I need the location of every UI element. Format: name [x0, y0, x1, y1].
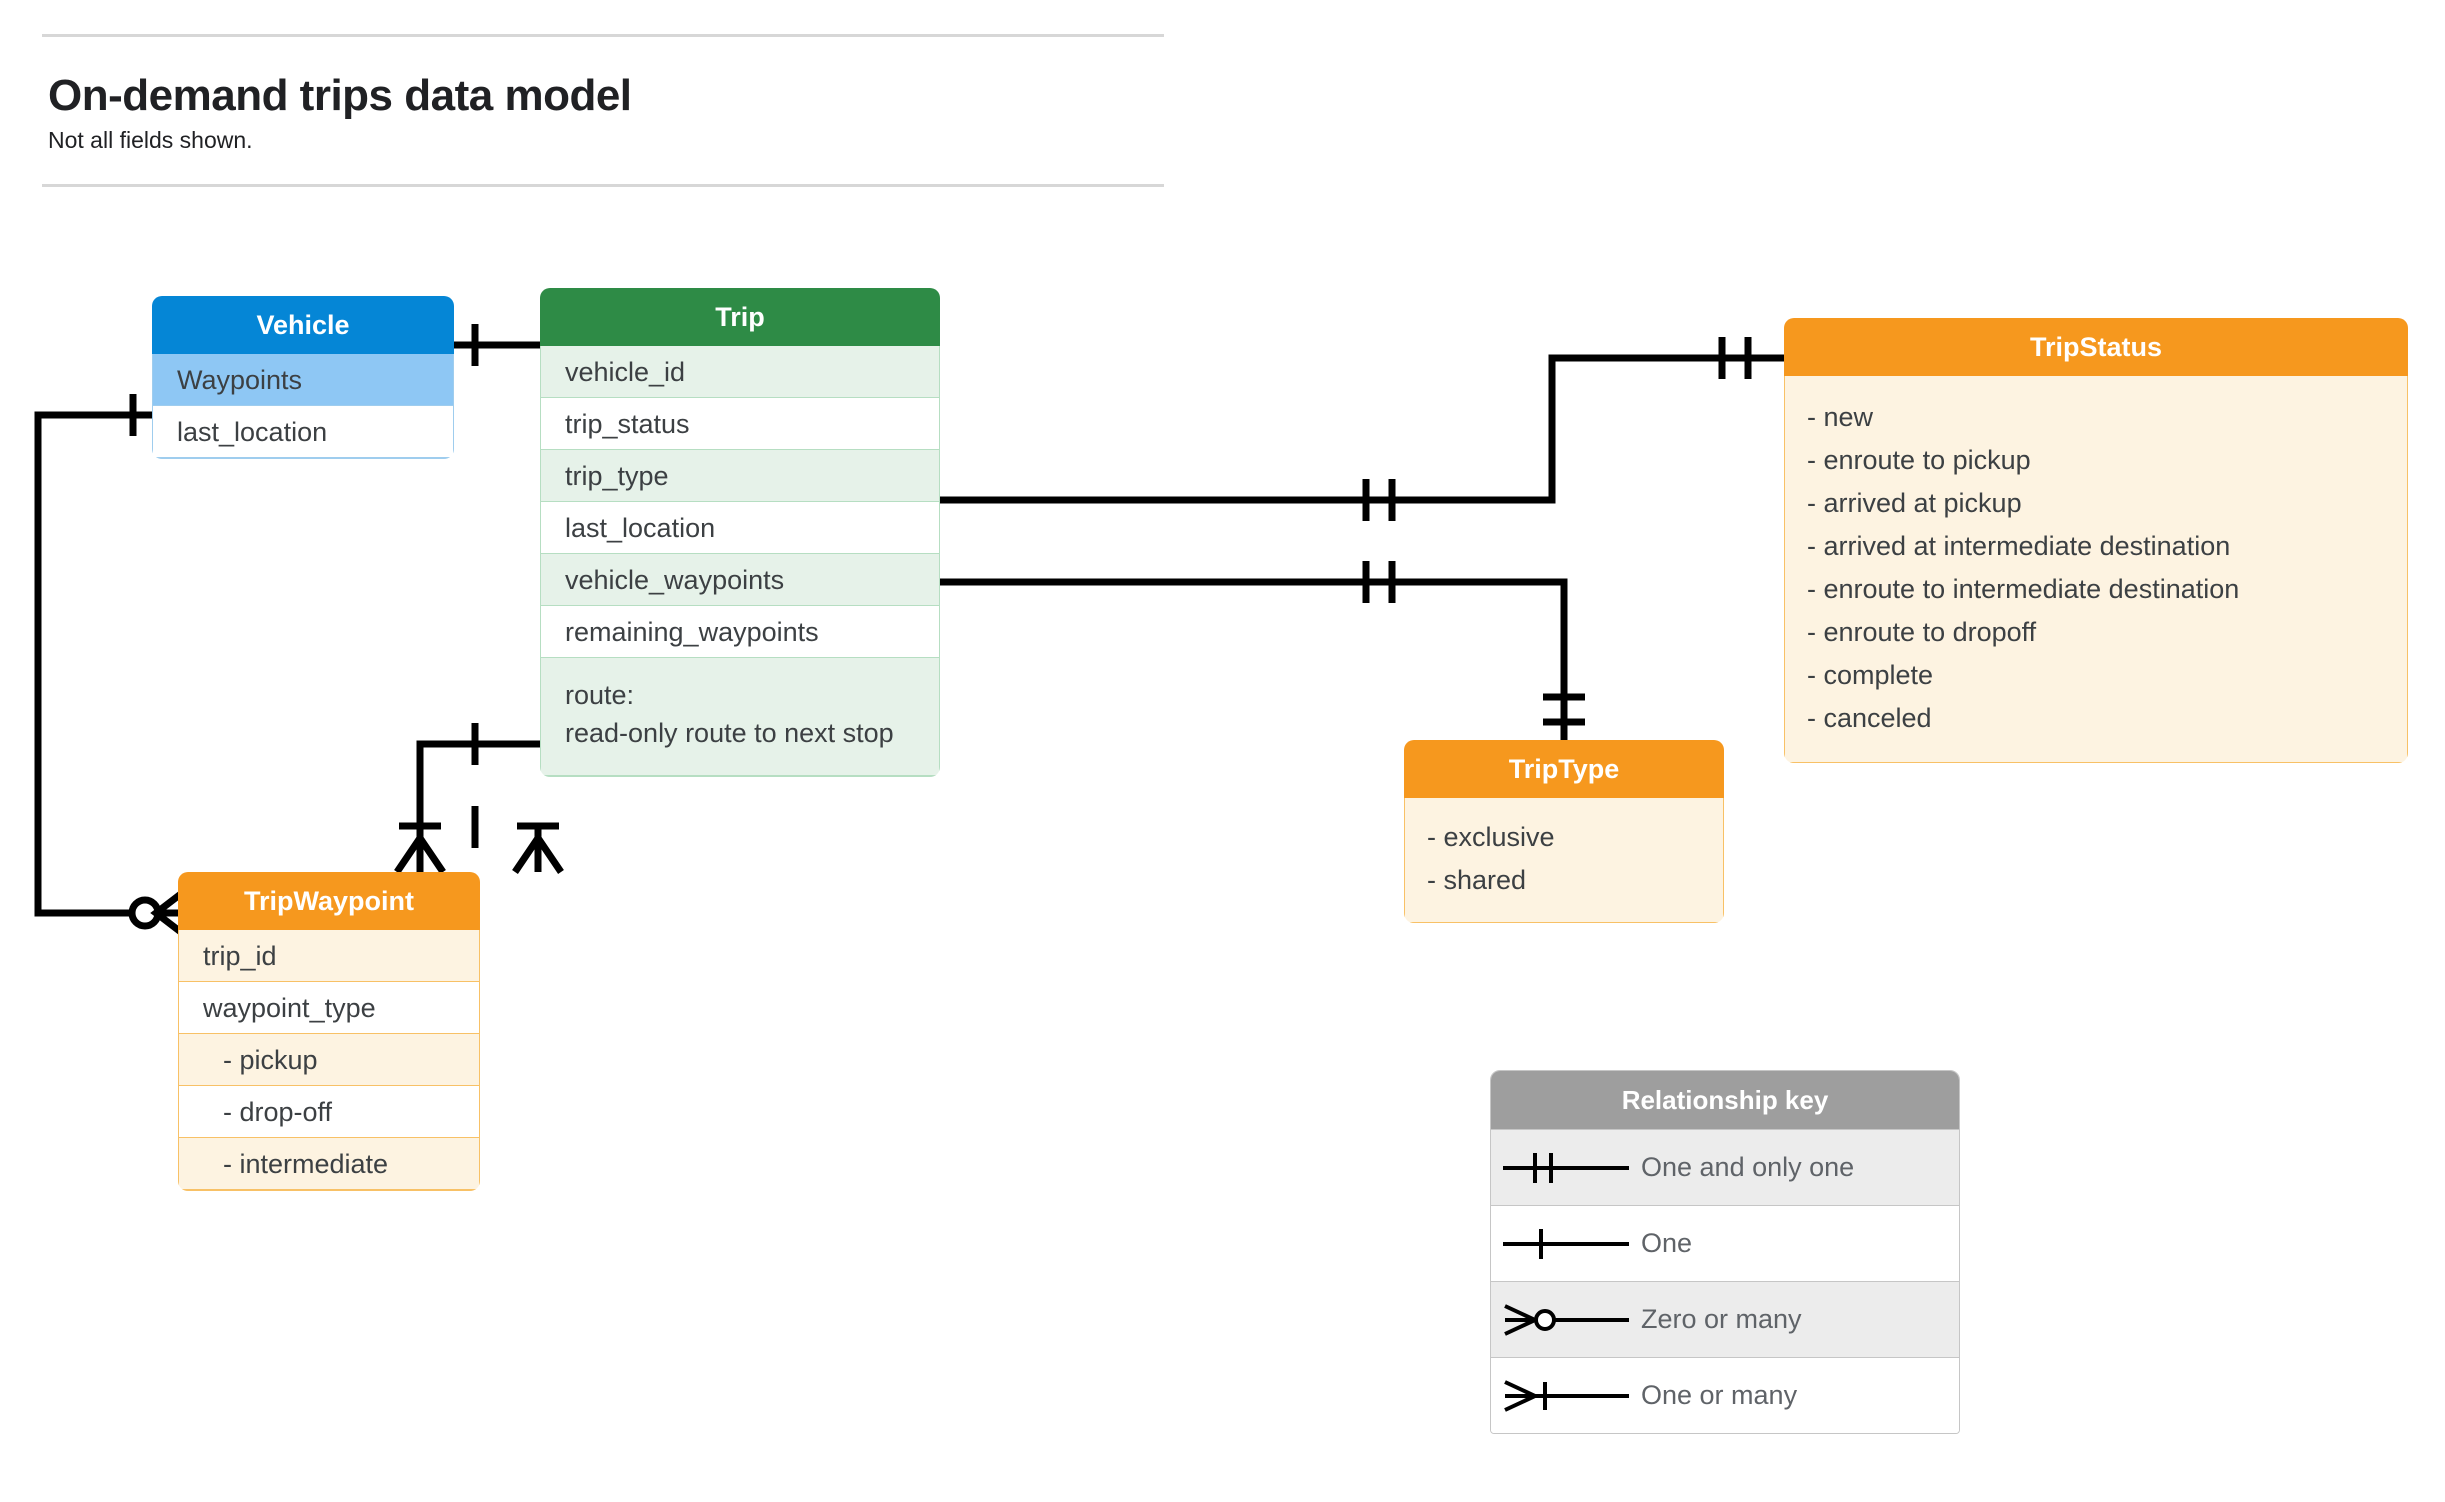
entity-triptype-title: TripType: [1404, 740, 1724, 798]
enum-status-canceled[interactable]: - canceled: [1807, 703, 1932, 733]
legend-label-one: One: [1641, 1228, 1693, 1258]
header-divider-top: [42, 34, 1164, 37]
entity-vehicle[interactable]: Vehicle Waypoints last_location: [152, 296, 454, 459]
enum-type-shared[interactable]: - shared: [1427, 865, 1527, 895]
entity-vehicle-title: Vehicle: [152, 296, 454, 354]
zero-or-many-icon: [1491, 1300, 1641, 1340]
field-vehicle-waypoints[interactable]: vehicle_waypoints: [541, 554, 939, 606]
enum-status-new[interactable]: - new: [1807, 402, 1874, 432]
entity-trip-fields: vehicle_id trip_status trip_type last_lo…: [540, 346, 940, 777]
field-trip-id[interactable]: trip_id: [179, 930, 479, 982]
relationship-key-panel: Relationship key One and only one One: [1490, 1070, 1960, 1434]
relationship-key-title: Relationship key: [1491, 1071, 1959, 1129]
field-trip-status[interactable]: trip_status: [541, 398, 939, 450]
page-title: On-demand trips data model: [48, 71, 632, 120]
entity-tripwaypoint-title: TripWaypoint: [178, 872, 480, 930]
legend-label-zero-or-many: Zero or many: [1641, 1304, 1802, 1334]
one-and-only-one-icon: [1491, 1148, 1641, 1188]
field-vehicle-id[interactable]: vehicle_id: [541, 346, 939, 398]
enum-status-enroute-to-pickup[interactable]: - enroute to pickup: [1807, 445, 2031, 475]
wire-waypoints-to-tripwaypoint: [34, 411, 152, 917]
legend-row-one-or-many: One or many: [1491, 1357, 1959, 1433]
crowsfoot-remaining: [512, 831, 564, 874]
legend-label-one-and-only-one: One and only one: [1641, 1152, 1855, 1182]
enum-waypoint-dropoff[interactable]: - drop-off: [179, 1086, 479, 1138]
legend-label-one-or-many: One or many: [1641, 1380, 1798, 1410]
wire-remaining-waypoints-elbow: [534, 823, 542, 872]
wire-remaining: [538, 827, 540, 872]
entity-tripstatus-values: - new - enroute to pickup - arrived at p…: [1784, 376, 2408, 763]
crowsfoot-vehicle-waypoints: [394, 831, 446, 874]
page-subtitle: Not all fields shown.: [48, 127, 253, 153]
one-or-many-icon: [1491, 1376, 1641, 1416]
enum-status-enroute-to-intermediate[interactable]: - enroute to intermediate destination: [1807, 574, 2240, 604]
field-last-location[interactable]: last_location: [153, 406, 453, 458]
wire-triptype: [940, 578, 1568, 740]
entity-tripstatus[interactable]: TripStatus - new - enroute to pickup - a…: [1784, 318, 2408, 763]
entity-trip-title: Trip: [540, 288, 940, 346]
one-icon: [1491, 1224, 1641, 1264]
enum-waypoint-pickup[interactable]: - pickup: [179, 1034, 479, 1086]
field-waypoint-type[interactable]: waypoint_type: [179, 982, 479, 1034]
entity-vehicle-fields: Waypoints last_location: [152, 354, 454, 459]
legend-row-one: One: [1491, 1205, 1959, 1281]
entity-triptype[interactable]: TripType - exclusive - shared: [1404, 740, 1724, 923]
enum-type-exclusive[interactable]: - exclusive: [1427, 822, 1555, 852]
wire-tripstatus: [940, 354, 1784, 504]
header-divider-bottom: [42, 184, 1164, 187]
enum-waypoint-intermediate[interactable]: - intermediate: [179, 1138, 479, 1190]
field-route[interactable]: route: read-only route to next stop: [541, 658, 939, 776]
entity-tripstatus-title: TripStatus: [1784, 318, 2408, 376]
enum-status-arrived-at-intermediate[interactable]: - arrived at intermediate destination: [1807, 531, 2231, 561]
field-remaining-waypoints[interactable]: remaining_waypoints: [541, 606, 939, 658]
field-waypoints[interactable]: Waypoints: [153, 354, 453, 406]
enum-status-arrived-at-pickup[interactable]: - arrived at pickup: [1807, 488, 2022, 518]
field-trip-type[interactable]: trip_type: [541, 450, 939, 502]
entity-tripwaypoint-fields: trip_id waypoint_type - pickup - drop-of…: [178, 930, 480, 1191]
enum-status-enroute-to-dropoff[interactable]: - enroute to dropoff: [1807, 617, 2037, 647]
wire-vehicle-waypoints: [416, 740, 540, 872]
field-route-description: read-only route to next stop: [565, 718, 894, 749]
legend-row-one-and-only-one: One and only one: [1491, 1129, 1959, 1205]
zero-marker-waypoints: [128, 896, 162, 930]
document-header: On-demand trips data model Not all field…: [42, 34, 1164, 187]
entity-trip[interactable]: Trip vehicle_id trip_status trip_type la…: [540, 288, 940, 777]
entity-tripwaypoint[interactable]: TripWaypoint trip_id waypoint_type - pic…: [178, 872, 480, 1191]
legend-row-zero-or-many: Zero or many: [1491, 1281, 1959, 1357]
field-route-label: route:: [565, 680, 635, 710]
enum-status-complete[interactable]: - complete: [1807, 660, 1934, 690]
field-trip-last-location[interactable]: last_location: [541, 502, 939, 554]
entity-triptype-values: - exclusive - shared: [1404, 798, 1724, 923]
